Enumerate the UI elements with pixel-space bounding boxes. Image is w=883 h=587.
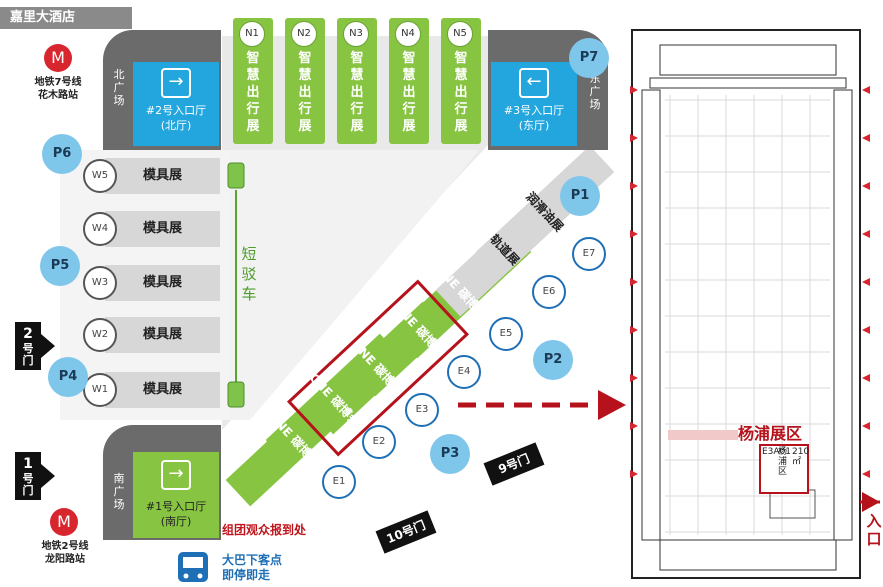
dashed-pointer-head	[598, 390, 626, 420]
hall-1-name: #1号入口厅	[145, 500, 207, 513]
parking-p5: P5	[40, 246, 80, 286]
hall-id-badge: W5	[83, 159, 117, 193]
booth-area: 210㎡	[792, 447, 810, 467]
hall-id-badge: E2	[362, 425, 396, 459]
booth-id: E3A01	[762, 447, 791, 457]
bus-icon	[178, 552, 208, 582]
concourse-inner	[230, 150, 480, 420]
hall-name: 智慧出行展	[298, 51, 312, 134]
metro-icon: M	[44, 44, 72, 72]
zone-label: 杨浦展区	[738, 424, 803, 443]
parking-p1: P1	[560, 176, 600, 216]
east-plaza-label: 东广场	[589, 72, 601, 111]
north-hall-n2[interactable]: N2 智慧出行展	[285, 18, 325, 144]
hall-id-badge: W2	[83, 318, 117, 352]
hall-id-badge: E6	[532, 275, 566, 309]
hall-name: 模具展	[142, 327, 182, 342]
exit-arrow-icon: ←	[519, 68, 549, 98]
shuttle-stop-north	[227, 162, 245, 189]
west-hall-w4[interactable]: 模具展	[105, 211, 220, 247]
hall-name: 智慧出行展	[402, 51, 416, 134]
shuttle-stop-south	[227, 381, 245, 408]
e3-highlight-box	[286, 279, 470, 457]
hall-id-badge: E4	[447, 355, 481, 389]
parking-p7: P7	[569, 38, 609, 78]
west-hall-w2[interactable]: 模具展	[105, 317, 220, 353]
hall-3-name: #3号入口厅	[503, 104, 565, 117]
gate-1-arrow-icon	[41, 464, 55, 488]
shuttle-label: 短驳车	[241, 245, 257, 303]
gate-2-arrow-icon	[41, 334, 55, 358]
north-hall-n1[interactable]: N1 智慧出行展	[233, 18, 273, 144]
parking-p2: P2	[533, 340, 573, 380]
west-hall-w5[interactable]: 模具展	[105, 158, 220, 194]
hall-id-badge: W3	[83, 266, 117, 300]
hall-id-badge: W4	[83, 212, 117, 246]
hall-id-badge: E1	[322, 465, 356, 499]
hall-name: 模具展	[142, 168, 182, 183]
hall-name: 智慧出行展	[350, 51, 364, 134]
booth-name: 杨浦区	[778, 447, 788, 477]
north-hall-n3[interactable]: N3 智慧出行展	[337, 18, 377, 144]
metro-line2: 地铁2号线龙阳路站	[41, 541, 89, 565]
west-hall-w3[interactable]: 模具展	[105, 265, 220, 301]
hall-name: 模具展	[142, 275, 182, 290]
metro-line7: 地铁7号线花木路站	[34, 77, 82, 101]
east-halls-group	[225, 145, 615, 507]
hall-name: 模具展	[142, 382, 182, 397]
south-plaza-label: 南广场	[113, 472, 125, 511]
hall-id-badge: N3	[343, 21, 369, 47]
hall-id-badge: W1	[83, 373, 117, 407]
hall-2-name: #2号入口厅	[145, 104, 207, 117]
hall-1-sub: (南厅)	[160, 515, 192, 528]
parking-p4: P4	[48, 357, 88, 397]
hall-name: 智慧出行展	[454, 51, 468, 134]
gate-1: 1 号门	[15, 452, 41, 500]
west-hall-w1[interactable]: 模具展	[105, 372, 220, 408]
metro-icon: M	[50, 508, 78, 536]
north-plaza-label: 北广场	[113, 68, 125, 107]
hall-2-sub: (北厅)	[160, 119, 192, 132]
hall-id-badge: N4	[395, 21, 421, 47]
booth-e3a01	[759, 444, 809, 494]
enter-arrow-icon: →	[161, 68, 191, 98]
hotel-label: 嘉里大酒店	[0, 7, 132, 29]
hall-1-entrance[interactable]: → #1号入口厅 (南厅)	[133, 452, 219, 538]
gate-2: 2 号门	[15, 322, 41, 370]
hall-2-entrance[interactable]: → #2号入口厅 (北厅)	[133, 62, 219, 146]
hall-id-badge: N1	[239, 21, 265, 47]
hall-id-badge: E7	[572, 237, 606, 271]
hall-3-entrance[interactable]: ← #3号入口厅 (东厅)	[491, 62, 577, 146]
parking-p3: P3	[430, 434, 470, 474]
north-hall-n5[interactable]: N5 智慧出行展	[441, 18, 481, 144]
enter-arrow-icon: →	[161, 460, 191, 490]
floor-plan	[630, 29, 880, 579]
hall-id-badge: E3	[405, 393, 439, 427]
north-hall-n4[interactable]: N4 智慧出行展	[389, 18, 429, 144]
group-checkin-label: 组团观众报到处	[222, 523, 307, 537]
hall-id-badge: N2	[291, 21, 317, 47]
hall-id-badge: N5	[447, 21, 473, 47]
entrance-label: 入口	[866, 512, 882, 548]
parking-p6: P6	[42, 134, 82, 174]
hall-3-sub: (东厅)	[518, 119, 550, 132]
hall-name: 智慧出行展	[246, 51, 260, 134]
bus-stop-label: 大巴下客点即停即走	[222, 553, 283, 582]
hall-name: 模具展	[142, 221, 182, 236]
hall-id-badge: E5	[489, 317, 523, 351]
